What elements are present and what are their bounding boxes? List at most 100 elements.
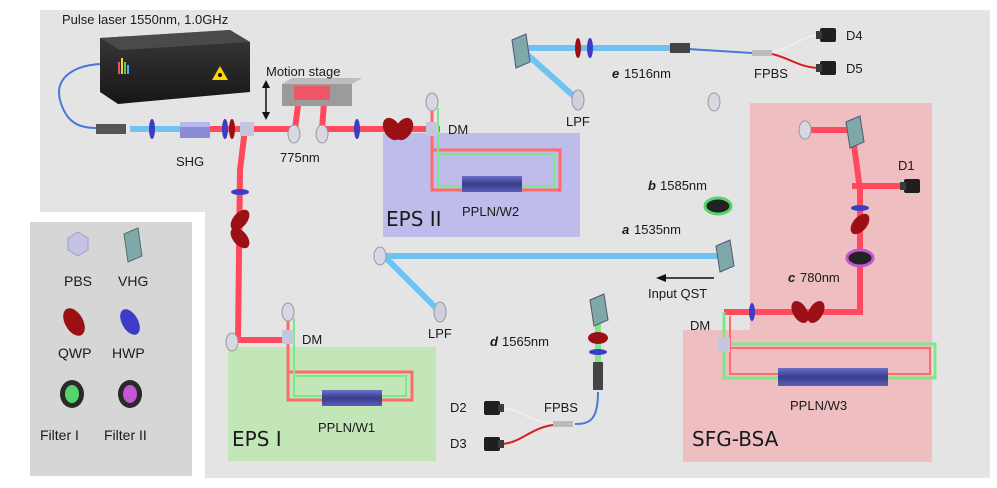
vhg-d (589, 293, 609, 327)
detector-d1-label: D1 (898, 158, 915, 173)
legend-panel (30, 222, 192, 476)
motion-stage (282, 78, 362, 106)
fpbs-bottom (553, 421, 573, 427)
hwp-plate (231, 189, 249, 195)
sfg-crystal-label: PPLN/W3 (790, 398, 847, 413)
legend-label-filter2: Filter II (104, 427, 147, 443)
eps2-beam-loop (430, 104, 562, 192)
detector-d3 (484, 437, 504, 451)
shg-label: SHG (176, 154, 204, 169)
hwp-plate (589, 349, 607, 355)
detector-d4-label: D4 (846, 28, 863, 43)
channel-b-wavelength: 1585nm (660, 178, 707, 193)
eps1-beam-loop (286, 312, 414, 402)
mirror (315, 124, 329, 144)
laser-title: Pulse laser 1550nm, 1.0GHz (62, 12, 228, 27)
fpbs-top (752, 50, 772, 56)
detector-d5 (816, 61, 836, 75)
fpbs-bottom-label: FPBS (544, 400, 578, 415)
detector-d1 (900, 179, 920, 193)
hwp-plate (851, 205, 869, 211)
eps1-beam-loop-green (293, 318, 407, 397)
legend-label-hwp: HWP (112, 345, 145, 361)
channel-d-letter: d (490, 334, 499, 349)
eps2-dm-label: DM (448, 122, 468, 137)
qwp-plate-icon (63, 308, 85, 336)
pulse-laser-box (100, 30, 250, 104)
vhg-qst (715, 239, 735, 273)
sfg-loop-red (729, 316, 931, 375)
detector-d2 (484, 401, 504, 415)
dm-eps1 (282, 330, 294, 344)
ppln-w1-crystal (322, 390, 382, 406)
wavelength-775-label: 775nm (280, 150, 320, 165)
beam-a-to-lpf (381, 253, 443, 315)
channel-c-letter: c (788, 270, 796, 285)
hwp-plate (575, 38, 581, 58)
dm-sfg (718, 338, 730, 352)
fiber-coupler-e (670, 43, 690, 53)
filter-2-c (845, 248, 875, 268)
eps1-title: EPS I (232, 427, 282, 451)
channel-b-letter: b (648, 178, 656, 193)
mirror (707, 92, 721, 112)
mirror (225, 332, 239, 352)
legend-label-filter1: Filter I (40, 427, 79, 443)
fiber-d (574, 391, 599, 425)
eps2-beam-loop-green (437, 108, 555, 187)
qwp-plate (230, 227, 250, 249)
mirror (798, 120, 812, 140)
detector-d4 (816, 28, 836, 42)
hwp-plate (587, 38, 593, 58)
sfg-loop (722, 312, 937, 380)
mirror (373, 246, 387, 266)
qwp-plate (850, 213, 870, 235)
sfg-title: SFG-BSA (692, 427, 779, 451)
hwp-plate (222, 119, 228, 139)
filter-1-b (703, 196, 733, 216)
sfg-dm-label: DM (690, 318, 710, 333)
mirror (281, 302, 295, 322)
vhg-grating-icon (123, 227, 143, 263)
fiber-collimator (96, 124, 126, 134)
fpbs-top-label: FPBS (754, 66, 788, 81)
lpf-bottom (433, 301, 447, 323)
dm-eps2 (426, 122, 438, 136)
fiber-d3 (499, 424, 554, 445)
hwp-plate (749, 303, 755, 321)
eps2-title: EPS II (386, 207, 442, 231)
lpf-top (571, 89, 585, 111)
hwp-plate-icon (120, 309, 140, 335)
channel-c-wavelength: 780nm (800, 270, 840, 285)
detector-d3-label: D3 (450, 436, 467, 451)
laser-fiber (58, 63, 101, 129)
fiber-coupler-d (593, 362, 603, 390)
hwp-plate (354, 119, 360, 139)
input-qst-arrow-icon (656, 274, 714, 282)
mirror (425, 92, 439, 112)
fiber-d4 (771, 34, 821, 53)
detector-d2-label: D2 (450, 400, 467, 415)
qwp-plate (807, 301, 825, 323)
mirror (287, 124, 301, 144)
legend-label-pbs: PBS (64, 273, 92, 289)
qwp-plate (394, 117, 414, 141)
eps2-crystal-label: PPLN/W2 (462, 204, 519, 219)
filter-ring-green-icon (60, 380, 84, 408)
pbs-cube (240, 122, 254, 136)
ppln-w2-crystal (462, 176, 522, 192)
channel-a-wavelength: 1535nm (634, 222, 681, 237)
channel-a-letter: a (622, 222, 629, 237)
pbs-cube-icon (67, 231, 89, 257)
shg-crystal (180, 122, 210, 138)
vhg-top (511, 33, 531, 69)
eps2-lpf-label: LPF (566, 114, 590, 129)
detector-d5-label: D5 (846, 61, 863, 76)
filter-ring-purple-icon (118, 380, 142, 408)
qwp-plate (229, 119, 235, 139)
legend-label-vhg: VHG (118, 273, 148, 289)
input-qst-label: Input QST (648, 286, 707, 301)
channel-e-letter: e (612, 66, 619, 81)
channel-d-wavelength: 1565nm (502, 334, 549, 349)
